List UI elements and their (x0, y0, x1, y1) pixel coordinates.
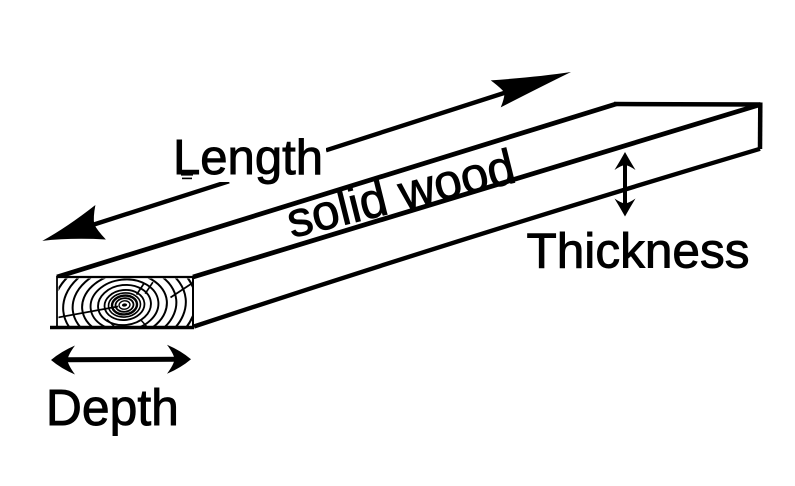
svg-text:Length: Length (173, 131, 323, 185)
svg-text:Thickness: Thickness (527, 225, 750, 279)
svg-text:Depth: Depth (46, 379, 179, 436)
